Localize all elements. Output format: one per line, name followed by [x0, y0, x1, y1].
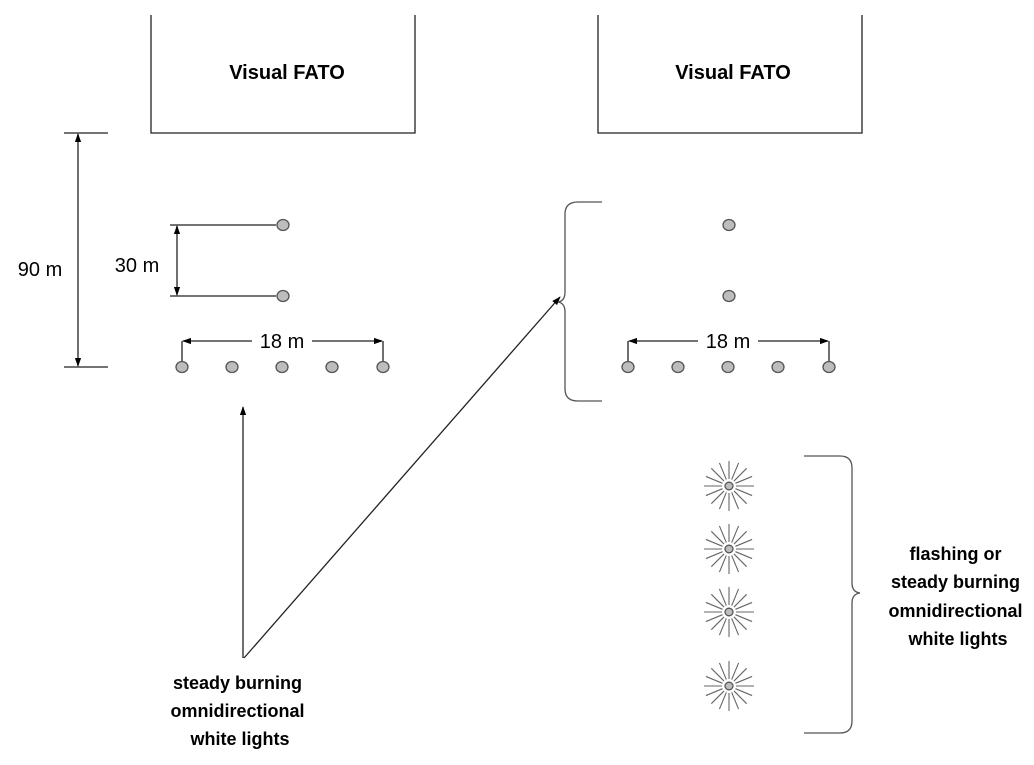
right-crossbar-light-4 [771, 360, 785, 374]
steady-lights-label-line-3: white lights [190, 729, 290, 749]
left-fato-outline [150, 15, 416, 134]
right-panel: Visual FATO 18 m [557, 15, 863, 734]
right-crossbar-light-3 [721, 360, 735, 374]
starburst-light-core [724, 544, 734, 554]
flashing-lights-label-line-1: flashing or [909, 544, 1001, 564]
starburst-ray [710, 667, 725, 682]
starburst-ray [710, 530, 725, 545]
starburst-ray [718, 618, 727, 636]
starburst-ray [718, 662, 727, 680]
right-crossbar-light-1 [621, 360, 635, 374]
starburst-ray [710, 553, 725, 568]
starburst-ray [731, 555, 740, 573]
left-centerline-light-1 [276, 218, 290, 232]
starburst-ray [733, 467, 748, 482]
right-fato-outline [597, 15, 863, 134]
approach-lights-brace [557, 201, 602, 402]
starburst-ray [731, 525, 740, 543]
starburst-ray [735, 675, 753, 684]
steady-lights-label-line-1: steady burning [173, 673, 302, 693]
starburst-ray [731, 588, 740, 606]
left-crossbar-light-1 [175, 360, 189, 374]
starburst-ray [705, 614, 723, 623]
starburst-ray [710, 467, 725, 482]
starburst-ray [731, 692, 740, 710]
right-centerline-light-1 [722, 218, 736, 232]
starburst-ray [731, 662, 740, 680]
starburst-light-icon [704, 661, 754, 711]
flashing-lights-group [704, 461, 754, 711]
starburst-ray [710, 616, 725, 631]
starburst-light-core [724, 681, 734, 691]
starburst-ray [735, 601, 753, 610]
starburst-ray [718, 692, 727, 710]
left-panel: Visual FATO 90 m 30 m 18 m [18, 15, 416, 374]
starburst-ray [705, 675, 723, 684]
starburst-ray [705, 538, 723, 547]
starburst-ray [718, 525, 727, 543]
starburst-ray [718, 462, 727, 480]
starburst-ray [735, 488, 753, 497]
left-fato-label: Visual FATO [229, 62, 345, 84]
starburst-ray [705, 688, 723, 697]
left-crossbar-light-5 [376, 360, 390, 374]
flashing-lights-brace [804, 455, 861, 734]
starburst-ray [710, 690, 725, 705]
dim-90-label: 90 m [18, 259, 62, 281]
starburst-ray [705, 475, 723, 484]
starburst-light-core [724, 481, 734, 491]
steady-lights-label: steady burning omnidirectional white lig… [170, 673, 309, 749]
starburst-ray [735, 475, 753, 484]
left-crossbar-light-3 [275, 360, 289, 374]
starburst-ray [733, 616, 748, 631]
left-centerline-light-2 [276, 289, 290, 303]
steady-lights-label-line-2: omnidirectional [170, 701, 304, 721]
starburst-ray [731, 618, 740, 636]
dim-30-label: 30 m [115, 255, 159, 277]
flashing-lights-label-line-2: steady burning [891, 572, 1020, 592]
starburst-ray [705, 551, 723, 560]
starburst-ray [731, 462, 740, 480]
starburst-ray [733, 593, 748, 608]
dim-18-left-label: 18 m [260, 331, 304, 353]
starburst-light-icon [704, 524, 754, 574]
flashing-lights-label-line-4: white lights [908, 629, 1008, 649]
starburst-light-icon [704, 587, 754, 637]
starburst-ray [710, 490, 725, 505]
starburst-ray [718, 492, 727, 510]
starburst-ray [735, 614, 753, 623]
starburst-ray [705, 601, 723, 610]
starburst-ray [733, 690, 748, 705]
starburst-ray [718, 555, 727, 573]
starburst-ray [705, 488, 723, 497]
right-centerline-light-2 [722, 289, 736, 303]
starburst-ray [733, 530, 748, 545]
starburst-ray [733, 553, 748, 568]
starburst-ray [735, 688, 753, 697]
left-crossbar-light-2 [225, 360, 239, 374]
starburst-ray [733, 667, 748, 682]
flashing-lights-label-line-3: omnidirectional [888, 601, 1022, 621]
starburst-ray [735, 538, 753, 547]
flashing-lights-label: flashing or steady burning omnidirection… [888, 544, 1027, 649]
starburst-ray [731, 492, 740, 510]
right-crossbar-light-5 [822, 360, 836, 374]
starburst-ray [710, 593, 725, 608]
dim-18-right-label: 18 m [706, 331, 750, 353]
starburst-ray [733, 490, 748, 505]
starburst-ray [735, 551, 753, 560]
right-crossbar-light-2 [671, 360, 685, 374]
starburst-light-core [724, 607, 734, 617]
starburst-ray [718, 588, 727, 606]
right-fato-label: Visual FATO [675, 62, 791, 84]
pointer-arrow-diagonal [243, 296, 561, 659]
left-crossbar-light-4 [325, 360, 339, 374]
starburst-light-icon [704, 461, 754, 511]
